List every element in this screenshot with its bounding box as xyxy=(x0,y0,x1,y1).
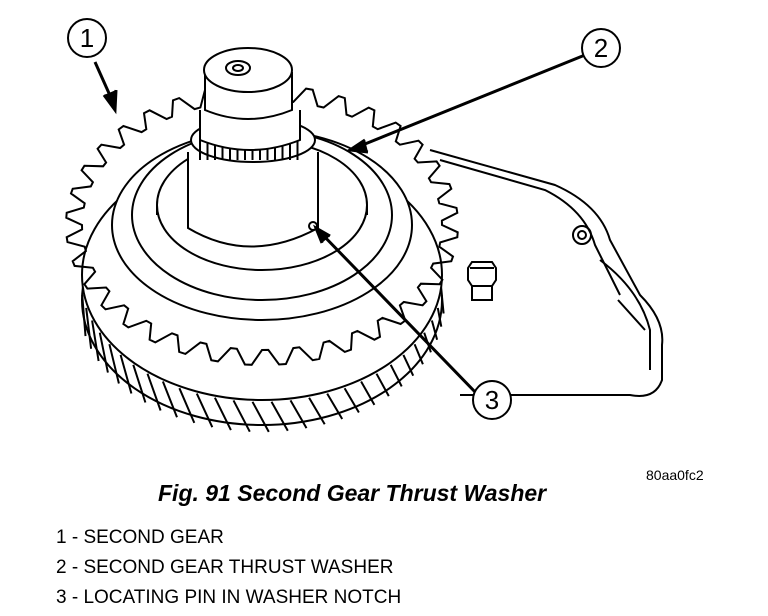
svg-text:1: 1 xyxy=(80,23,94,53)
image-code: 80aa0fc2 xyxy=(646,467,704,483)
svg-text:2: 2 xyxy=(594,33,608,63)
callout-1: 1 xyxy=(67,18,107,58)
legend-list: 1 - SECOND GEAR 2 - SECOND GEAR THRUST W… xyxy=(56,526,401,616)
transfer-case-housing xyxy=(429,149,664,397)
leader-lines xyxy=(93,53,586,397)
legend-item: 3 - LOCATING PIN IN WASHER NOTCH xyxy=(56,587,402,608)
callout-2: 2 xyxy=(581,28,621,68)
legend-item: 2 - SECOND GEAR THRUST WASHER xyxy=(56,557,394,578)
svg-text:3: 3 xyxy=(485,385,499,415)
gear-assembly-illustration: 1 2 3 xyxy=(65,18,664,433)
legend-item: 1 - SECOND GEAR xyxy=(56,527,224,548)
figure-caption: Fig. 91 Second Gear Thrust Washer xyxy=(158,480,547,506)
housing-bolt xyxy=(467,261,497,301)
callout-3: 3 xyxy=(472,380,512,420)
output-shaft xyxy=(187,47,319,248)
